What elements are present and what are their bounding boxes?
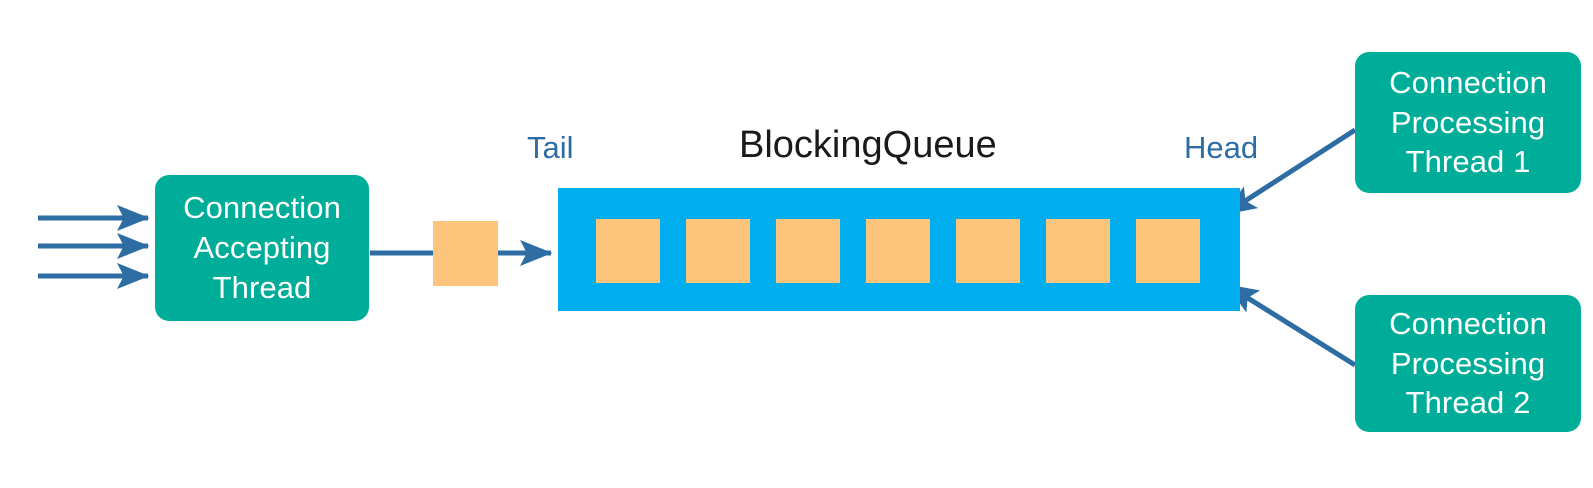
processing-thread-2-consume-arrow (1225, 282, 1357, 368)
queue-slot-3 (776, 219, 840, 283)
head-label: Head (1184, 130, 1259, 165)
connection-processing-thread-1-label: Connection Processing Thread 1 (1389, 64, 1547, 180)
connection-processing-thread-2-label: Connection Processing Thread 2 (1389, 305, 1547, 421)
connection-accepting-thread-box[interactable]: Connection Accepting Thread (155, 175, 369, 321)
blocking-queue-box (558, 188, 1240, 311)
connection-processing-thread-1-box[interactable]: Connection Processing Thread 1 (1355, 52, 1581, 193)
blocking-queue-title: BlockingQueue (739, 124, 997, 166)
queue-slot-5 (956, 219, 1020, 283)
connection-processing-thread-2-box[interactable]: Connection Processing Thread 2 (1355, 295, 1581, 432)
queue-slot-7 (1136, 219, 1200, 283)
incoming-connection-arrows (38, 205, 150, 290)
in-flight-connection-packet (433, 221, 498, 286)
queue-slot-4 (866, 219, 930, 283)
connection-accepting-thread-label: Connection Accepting Thread (183, 190, 341, 305)
queue-slot-1 (596, 219, 660, 283)
queue-slot-6 (1046, 219, 1110, 283)
queue-slot-2 (686, 219, 750, 283)
tail-label: Tail (527, 130, 574, 165)
